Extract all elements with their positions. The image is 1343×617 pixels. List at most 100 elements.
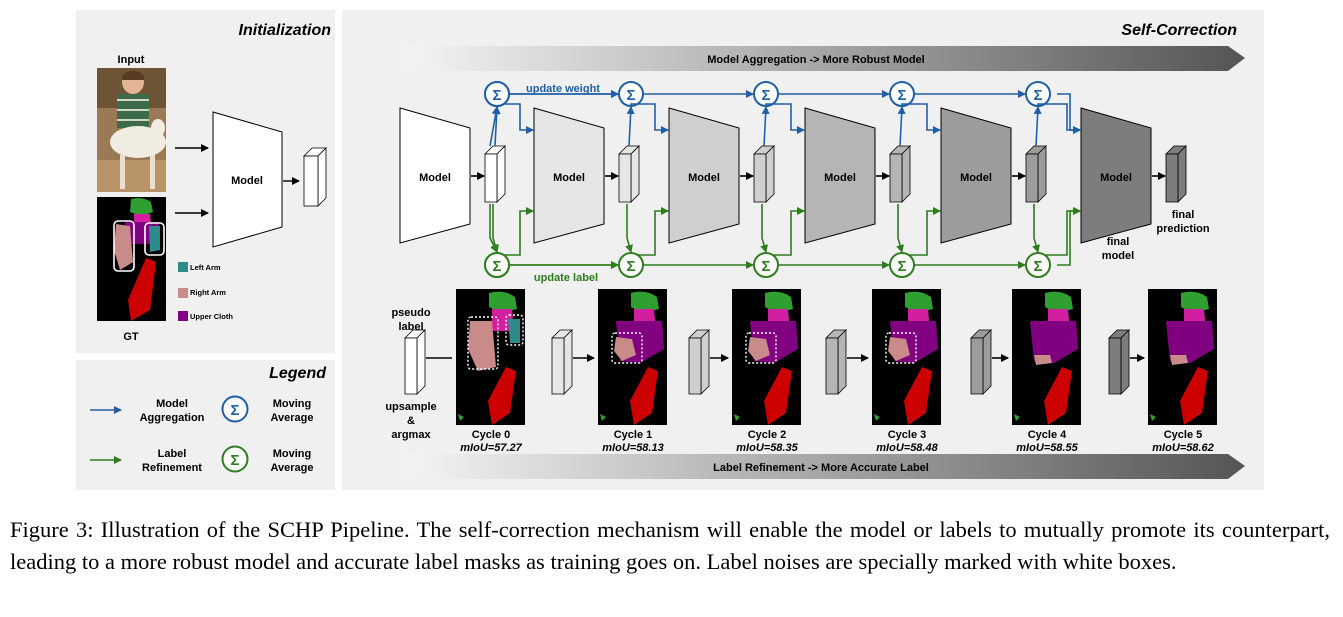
bottom-banner xyxy=(407,454,1245,479)
upsampled-map-1 xyxy=(551,329,573,395)
feature-to-weight-1 xyxy=(626,106,635,147)
legend-avg2-line2: Average xyxy=(270,462,313,474)
model-block-1 xyxy=(533,107,605,244)
refinement-sigma-icon-4-glyph: Σ xyxy=(1033,258,1042,275)
init-model-label: Model xyxy=(231,175,263,187)
update-label-label: update label xyxy=(534,272,598,284)
model-label-0: Model xyxy=(419,172,451,184)
cycle-name-5: Cycle 5 xyxy=(1164,429,1203,441)
cycle-miou-1: mIoU=58.13 xyxy=(602,442,663,454)
pseudo-label-mask-4 xyxy=(1012,289,1081,425)
refinement-sigma-icon-4 xyxy=(1025,252,1051,278)
cycle-miou-2: mIoU=58.35 xyxy=(736,442,798,454)
class-right-arm: Right Arm xyxy=(190,288,226,297)
ground-truth-mask xyxy=(97,197,166,321)
top-banner-text: Model Aggregation -> More Robust Model xyxy=(707,54,924,66)
final-prediction-line2: prediction xyxy=(1156,223,1209,235)
cycle-name-0: Cycle 0 xyxy=(472,429,511,441)
class-left-arm: Left Arm xyxy=(190,263,221,272)
feature-to-label-3 xyxy=(896,204,904,253)
model-block-3 xyxy=(804,107,876,244)
pseudo-label-mask-5 xyxy=(1148,289,1217,425)
legend-green-sigma-glyph: Σ xyxy=(230,452,239,469)
model-label-4: Model xyxy=(960,172,992,184)
weight-to-model-3 xyxy=(901,103,941,134)
pseudo-label-line1: pseudo xyxy=(391,307,430,319)
legend-blue-sigma-glyph: Σ xyxy=(230,402,239,419)
final-model-line1: final xyxy=(1107,236,1130,248)
legend-green-sigma-icon xyxy=(221,445,249,473)
feature-to-weight-4 xyxy=(1033,106,1042,147)
pseudo-label-mask-2 xyxy=(732,289,801,425)
final-prediction-line1: final xyxy=(1172,209,1195,221)
aggregation-sigma-icon-initial-glyph: Σ xyxy=(492,87,501,104)
update-weight-label: update weight xyxy=(526,83,600,95)
class-upper-cloth: Upper Cloth xyxy=(190,312,233,321)
upsample-line2: & xyxy=(407,415,415,427)
refinement-sigma-icon-3-glyph: Σ xyxy=(897,258,906,275)
legend-refinement-line2: Refinement xyxy=(142,462,202,474)
bottom-banner-text: Label Refinement -> More Accurate Label xyxy=(713,462,929,474)
legend-blue-sigma-icon xyxy=(221,395,249,423)
upsampled-map-3 xyxy=(825,329,847,395)
model-label-2: Model xyxy=(688,172,720,184)
legend-avg2-line1: Moving xyxy=(273,448,312,460)
label-to-model-0 xyxy=(503,207,534,256)
initial-feature-to-weight xyxy=(489,106,500,147)
feature-map-0 xyxy=(484,145,506,203)
aggregation-sigma-icon-2-glyph: Σ xyxy=(761,87,770,104)
legend-title: Legend xyxy=(269,365,327,382)
figure-caption: Figure 3: Illustration of the SCHP Pipel… xyxy=(10,517,1330,574)
initialization-title: Initialization xyxy=(239,22,332,39)
pseudo-label-mask-0 xyxy=(456,289,525,425)
legend-avg1-line2: Average xyxy=(270,412,313,424)
init-model-block xyxy=(212,111,283,248)
cycle-miou-3: mIoU=58.48 xyxy=(876,442,938,454)
legend-panel xyxy=(76,360,335,490)
feature-to-weight-3 xyxy=(897,106,906,147)
upsample-line3: argmax xyxy=(391,429,431,441)
cycle-miou-0: mIoU=57.27 xyxy=(460,442,522,454)
weight-to-model-4 xyxy=(1037,103,1081,134)
upsampled-map-2 xyxy=(688,329,710,395)
feature-to-label-2 xyxy=(760,204,768,253)
pseudo-label-mask-1 xyxy=(598,289,667,425)
class-legend: Left Arm Right Arm Upper Cloth xyxy=(178,262,233,321)
top-banner xyxy=(407,46,1245,71)
weight-to-model-2 xyxy=(765,103,805,134)
upsampled-map-5 xyxy=(1108,329,1130,395)
feature-to-weight-2 xyxy=(761,106,770,147)
upsampled-map-4 xyxy=(970,329,992,395)
cycle-miou-5: mIoU=58.62 xyxy=(1152,442,1213,454)
model-block-0 xyxy=(399,107,471,244)
final-weight-to-model xyxy=(1057,93,1081,134)
feature-map-3 xyxy=(889,145,911,203)
model-block-2 xyxy=(668,107,740,244)
upsample-line1: upsample xyxy=(385,401,436,413)
pseudo-label-line2: label xyxy=(398,321,423,333)
model-block-5 xyxy=(1080,107,1152,244)
gt-label: GT xyxy=(123,331,139,343)
input-photo xyxy=(97,68,166,192)
feature-to-label-4 xyxy=(1032,204,1040,253)
label-to-model-3 xyxy=(908,207,941,256)
label-to-model-1 xyxy=(637,207,669,256)
weight-to-model-1 xyxy=(630,103,669,134)
final-label-to-model xyxy=(1057,207,1081,266)
feature-map-1 xyxy=(618,145,640,203)
cycle-name-4: Cycle 4 xyxy=(1028,429,1067,441)
model-label-5: Model xyxy=(1100,172,1132,184)
pseudo-label-mask-3 xyxy=(872,289,941,425)
legend-aggregation-line1: Model xyxy=(156,398,188,410)
aggregation-sigma-icon-3-glyph: Σ xyxy=(897,87,906,104)
refinement-sigma-icon-2-glyph: Σ xyxy=(761,258,770,275)
init-feature-map xyxy=(303,147,327,207)
model-label-1: Model xyxy=(553,172,585,184)
feature-map-4 xyxy=(1025,145,1047,203)
legend-refinement-line1: Label xyxy=(158,448,187,460)
aggregation-sigma-icon-1-glyph: Σ xyxy=(626,87,635,104)
aggregation-sigma-icon-4-glyph: Σ xyxy=(1033,87,1042,104)
legend-avg1-line1: Moving xyxy=(273,398,312,410)
cycle-miou-4: mIoU=58.55 xyxy=(1016,442,1078,454)
cycle-name-2: Cycle 2 xyxy=(748,429,787,441)
